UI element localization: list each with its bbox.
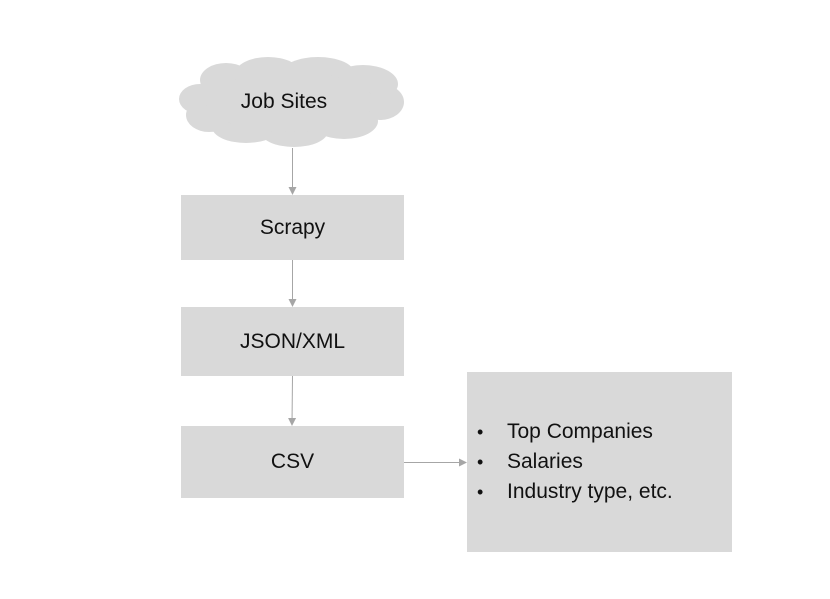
csv-label: CSV xyxy=(270,450,315,473)
list-item: • Salaries xyxy=(477,447,673,477)
arrow-json-to-csv xyxy=(288,375,297,426)
list-item-label: Industry type, etc. xyxy=(507,480,673,503)
list-item: • Industry type, etc. xyxy=(477,477,673,507)
job-sites-cloud: Job Sites xyxy=(178,57,408,151)
outputs-list: • Top Companies • Salaries • Industry ty… xyxy=(477,417,673,507)
scrapy-label: Scrapy xyxy=(259,215,326,239)
json-xml-label: JSON/XML xyxy=(239,329,346,353)
scrapy-box: Scrapy xyxy=(181,195,404,260)
bullet-icon: • xyxy=(477,482,484,502)
bullet-icon: • xyxy=(477,452,484,472)
outputs-box: • Top Companies • Salaries • Industry ty… xyxy=(467,372,732,552)
list-item-label: Top Companies xyxy=(507,420,653,443)
cloud-shape xyxy=(179,57,404,147)
bullet-icon: • xyxy=(477,422,484,442)
list-item: • Top Companies xyxy=(477,417,673,447)
csv-box: CSV xyxy=(181,426,404,498)
json-xml-box: JSON/XML xyxy=(181,307,404,376)
list-item-label: Salaries xyxy=(507,450,583,473)
job-sites-label: Job Sites xyxy=(240,90,328,113)
